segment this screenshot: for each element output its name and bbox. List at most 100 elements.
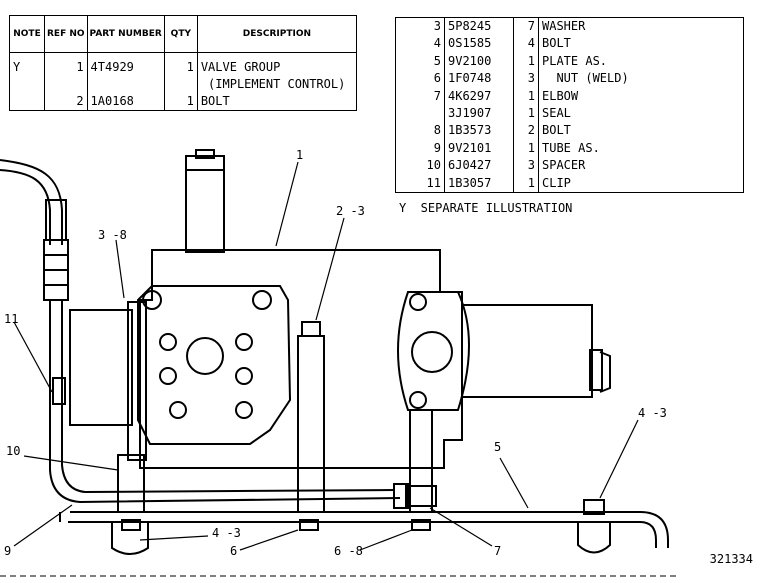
end-housing	[69, 309, 133, 426]
callout-4-3-right: 4 -3	[638, 406, 667, 420]
flange-plate	[137, 285, 292, 445]
cell-desc: BOLT	[538, 35, 744, 53]
top-valve	[185, 155, 225, 253]
cell-qty: 3	[513, 70, 539, 88]
cell-ref: 5	[433, 53, 441, 68]
callout-6-8: 6 -8	[334, 544, 363, 558]
right-flange	[397, 291, 470, 411]
cell-ref: 10	[426, 158, 441, 173]
table-row: (IMPLEMENT CONTROL)	[9, 76, 358, 93]
table-row: Y 1 4T4929 1 VALVE GROUP	[9, 52, 358, 76]
callout-6: 6	[230, 544, 238, 558]
cell-part: 9V2101	[444, 139, 514, 158]
cell-qty: 1	[513, 87, 539, 106]
cell-part: 5P8245	[444, 17, 514, 36]
cell-desc: WASHER	[538, 17, 744, 36]
cell-desc: SEAL	[538, 105, 744, 123]
cell-ref	[44, 76, 88, 93]
bolt-right	[583, 499, 605, 515]
callout-1: 1	[296, 148, 304, 162]
cell-ref: 1	[44, 52, 88, 76]
callout-7: 7	[494, 544, 502, 558]
cell-desc: (IMPLEMENT CONTROL)	[196, 76, 358, 93]
mounting-plate	[70, 511, 669, 548]
cell-part: 0S1585	[444, 35, 514, 53]
cell-qty: 1	[163, 52, 198, 76]
cell-desc: CLIP	[538, 174, 744, 193]
callout-2-3: 2 -3	[336, 204, 365, 218]
callout-4-3-bottom: 4 -3	[212, 526, 241, 540]
callout-3-8: 3 -8	[98, 228, 127, 242]
cell-qty: 4	[513, 35, 539, 53]
cell-desc: ELBOW	[538, 87, 744, 106]
elbow	[405, 485, 437, 507]
cell-part: 1B3057	[444, 174, 514, 193]
cell-desc: TUBE AS.	[538, 139, 744, 158]
cell-ref: 2	[44, 93, 88, 111]
cell-ref	[396, 105, 445, 122]
header-description: DESCRIPTION	[196, 15, 358, 53]
header-note: NOTE	[9, 15, 45, 53]
cell-desc: BOLT	[538, 122, 744, 140]
cell-part: 3J1907	[444, 105, 514, 123]
cell-desc: BOLT	[196, 93, 358, 111]
cell-qty	[163, 76, 198, 93]
tube-loop	[49, 300, 401, 504]
cell-qty: 2	[513, 122, 539, 140]
cell-desc: VALVE GROUP	[196, 52, 358, 76]
cell-desc: SPACER	[538, 157, 744, 175]
clip	[52, 377, 66, 405]
cell-part: 1B3573	[444, 122, 514, 140]
cell-ref: 9	[433, 140, 441, 155]
cell-ref: 11	[426, 175, 441, 190]
cell-part: 4T4929	[86, 52, 165, 76]
cell-qty: 1	[513, 139, 539, 158]
cell-ref: 8	[433, 123, 441, 138]
cell-desc: NUT (WELD)	[538, 70, 744, 88]
tube-assembly-outer	[0, 169, 51, 245]
cell-qty: 3	[513, 157, 539, 175]
cell-note	[9, 76, 45, 93]
spacer-left	[117, 454, 145, 513]
cell-part: 4K6297	[444, 87, 514, 106]
tube-loop-inner	[61, 300, 396, 494]
cell-note	[9, 93, 45, 111]
cell-desc: PLATE AS.	[538, 52, 744, 71]
tube-assembly	[0, 159, 63, 245]
cell-part: 1F0748	[444, 70, 514, 88]
cell-qty: 7	[513, 17, 539, 36]
drawing-number: 321334	[709, 552, 753, 566]
cell-ref: 4	[433, 36, 441, 51]
cell-qty: 1	[513, 52, 539, 71]
cell-qty: 1	[513, 105, 539, 123]
header-qty: QTY	[163, 15, 198, 53]
cell-part: 6J0427	[444, 157, 514, 175]
cell-part	[86, 76, 165, 93]
table-row: 2 1A0168 1 BOLT	[9, 93, 358, 111]
cell-ref: 7	[433, 88, 441, 103]
cell-part: 1A0168	[86, 93, 165, 111]
cell-qty: 1	[163, 93, 198, 111]
header-part-number: PART NUMBER	[86, 15, 165, 53]
callout-11: 11	[4, 312, 19, 326]
cell-qty: 1	[513, 174, 539, 193]
header-ref-no: REF NO	[44, 15, 88, 53]
callout-5: 5	[494, 440, 502, 454]
spacer-middle	[297, 335, 325, 513]
spacer-right	[409, 409, 433, 513]
cell-ref: 6	[433, 71, 441, 86]
cell-note: Y	[9, 52, 45, 76]
footnote: Y SEPARATE ILLUSTRATION	[399, 201, 573, 215]
